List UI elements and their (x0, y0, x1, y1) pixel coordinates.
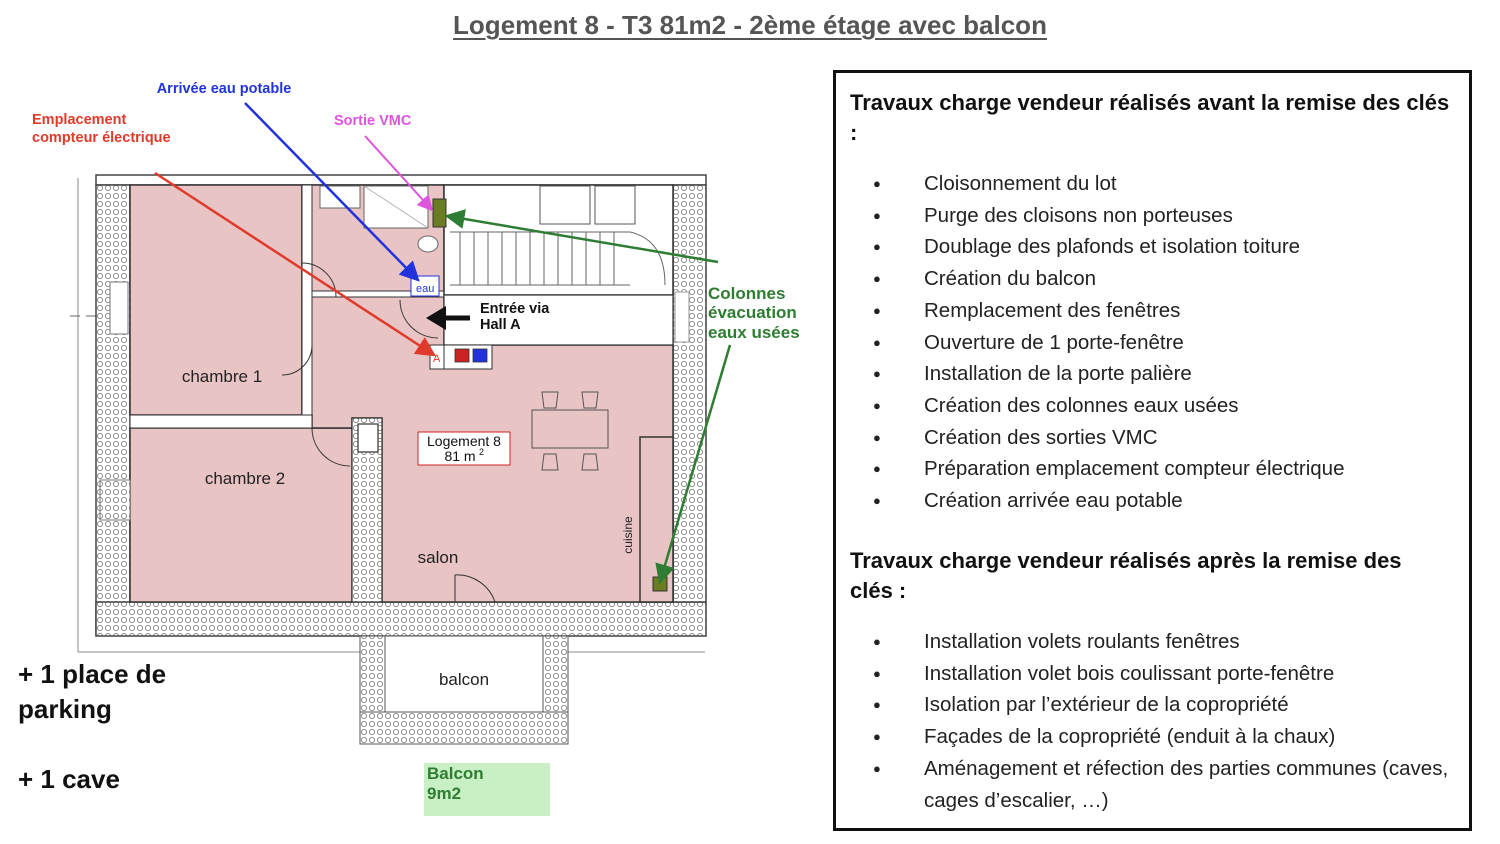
works-before-item: Création du balcon (836, 263, 1466, 295)
unit-label-line1: Logement 8 (427, 433, 501, 449)
balcony-badge-line1: Balcon (427, 764, 484, 783)
unit-label-sup: 2 (479, 447, 484, 457)
balcony-badge-line2: 9m2 (427, 784, 461, 803)
works-panel: Travaux charge vendeur réalisés avant la… (833, 70, 1472, 831)
entrance-label-line1: Entrée via (480, 301, 550, 317)
electric-meter-label-line2: compteur électrique (32, 130, 171, 146)
works-before-item: Création arrivée eau potable (836, 485, 1466, 517)
waste-column-top (432, 198, 447, 228)
electric-meter-arrow-icon (154, 171, 437, 357)
water-tag: eau (416, 283, 434, 295)
entrance-arrow-icon (426, 306, 446, 330)
works-after-title: Travaux charge vendeur réalisés après la… (850, 548, 1402, 603)
works-before-item: Installation de la porte palière (836, 358, 1466, 390)
works-before-item: Ouverture de 1 porte-fenêtre (836, 327, 1466, 359)
room-label-kitchen: cuisine (621, 516, 635, 554)
works-before-item: Création des sorties VMC (836, 422, 1466, 454)
works-before-item: Purge des cloisons non porteuses (836, 200, 1466, 232)
works-before-item: Doublage des plafonds et isolation toitu… (836, 231, 1466, 263)
waste-column-arrow-icon-kitchen (655, 344, 732, 585)
room-bedroom1 (129, 184, 303, 416)
floor-plan: eau A cuisine Logement 8 81 m 2 (32, 81, 800, 816)
room-label-bedroom1: chambre 1 (182, 367, 262, 386)
water-supply-label: Arrivée eau potable (157, 81, 292, 97)
entrance-label-line2: Hall A (480, 317, 521, 333)
waste-columns-label-line3: eaux usées (708, 323, 800, 342)
works-before-item: Remplacement des fenêtres (836, 295, 1466, 327)
balcony (384, 635, 544, 713)
works-before-title: Travaux charge vendeur réalisés avant la… (850, 90, 1450, 145)
water-supply-arrow-icon (244, 102, 420, 282)
page-title: Logement 8 - T3 81m2 - 2ème étage avec b… (453, 10, 1047, 40)
waste-columns-label-line1: Colonnes (708, 284, 785, 303)
electric-meter-label-line1: Emplacement (32, 112, 126, 128)
waste-columns-label-line2: évacuation (708, 303, 797, 322)
room-label-living: salon (418, 548, 459, 567)
vmc-label: Sortie VMC (334, 113, 412, 129)
left-wall (95, 184, 131, 636)
works-after-item: Installation volet bois coulissant porte… (836, 658, 1466, 690)
works-after-item: Aménagement et réfection des parties com… (836, 753, 1466, 816)
works-before-list: Cloisonnement du lot Purge des cloisons … (836, 168, 1466, 517)
room-bedroom2 (129, 427, 353, 603)
waste-column-arrow-icon-top (444, 209, 719, 264)
works-after-item: Installation volets roulants fenêtres (836, 626, 1466, 658)
unit-label-line2: 81 m (444, 448, 475, 464)
balcony-badge (424, 763, 550, 816)
vmc-arrow-icon (364, 135, 434, 212)
works-before-item: Création des colonnes eaux usées (836, 390, 1466, 422)
extra-cave: + 1 cave (18, 764, 120, 794)
bottom-wall (95, 601, 707, 637)
works-after-item: Isolation par l’extérieur de la copropri… (836, 689, 1466, 721)
extra-parking: + 1 place de parking (18, 659, 167, 724)
room-label-bedroom2: chambre 2 (205, 469, 285, 488)
works-before-item: Cloisonnement du lot (836, 168, 1466, 200)
room-label-balcony: balcon (439, 670, 489, 689)
works-after-list: Installation volets roulants fenêtres In… (836, 626, 1466, 816)
works-after-item: Façades de la copropriété (enduit à la c… (836, 721, 1466, 753)
works-before-item: Préparation emplacement compteur électri… (836, 453, 1466, 485)
meter-tag: A (433, 353, 441, 365)
